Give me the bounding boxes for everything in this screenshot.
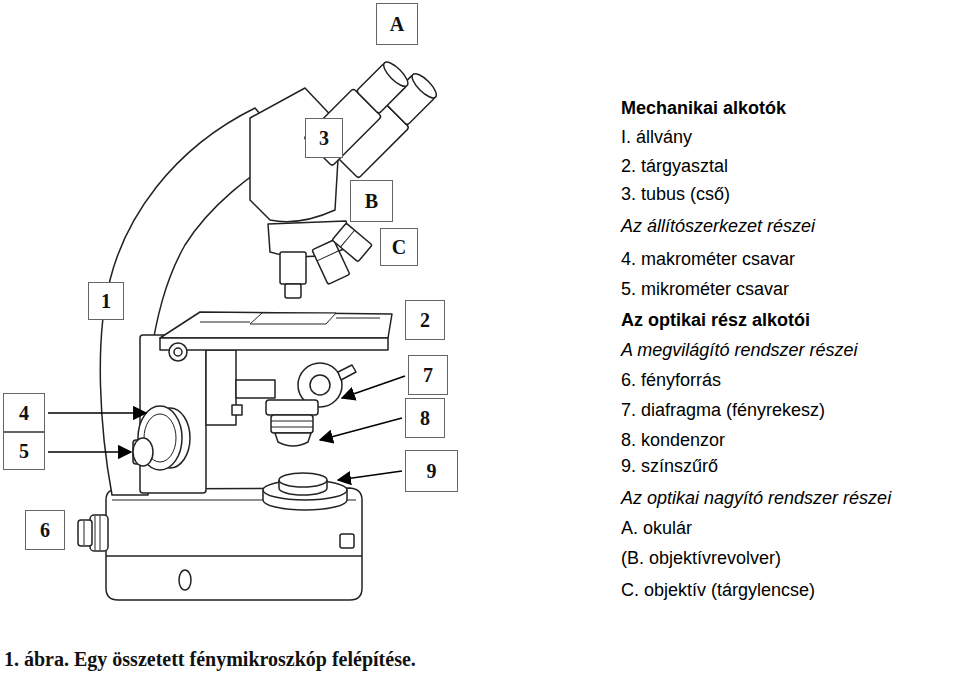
legend-line: A. okulár	[621, 516, 692, 540]
callout-number: 7	[423, 365, 433, 385]
callout-box: 4	[3, 393, 45, 432]
callout-box: 9	[405, 450, 458, 492]
callout-box: 6	[25, 510, 65, 550]
legend-line: 9. színszűrő	[621, 454, 718, 478]
callout-number: 6	[40, 520, 50, 540]
callout-number: 2	[420, 310, 430, 330]
callout-box: 3	[305, 118, 343, 158]
legend-line: Az optikai nagyító rendszer részei	[621, 486, 891, 510]
callout-box: 5	[3, 432, 45, 470]
leader-arrows	[48, 376, 405, 480]
legend-line: I. állvány	[621, 125, 692, 149]
callout-box: 2	[405, 300, 445, 340]
legend-line: 8. kondenzor	[621, 428, 725, 452]
callout-number: B	[365, 191, 378, 211]
legend-line: Az állítószerkezet részei	[621, 214, 815, 238]
callout-number: C	[392, 237, 406, 257]
legend-line: 6. fényforrás	[621, 368, 721, 392]
legend-line: 3. tubus (cső)	[621, 182, 730, 206]
figure-caption: 1. ábra. Egy összetett fénymikroszkóp fe…	[4, 646, 416, 672]
callout-number: 3	[319, 128, 329, 148]
callout-number: 8	[420, 408, 430, 428]
callout-number: 4	[19, 403, 29, 423]
callout-number: 5	[19, 441, 29, 461]
callout-box: C	[380, 228, 418, 266]
legend-line: Az optikai rész alkotói	[621, 308, 810, 332]
legend-line: 5. mikrométer csavar	[621, 277, 789, 301]
callout-number: 9	[427, 461, 437, 481]
callout-box: B	[350, 180, 393, 222]
callout-box: 8	[405, 398, 445, 438]
legend-line: 7. diafragma (fényrekesz)	[621, 398, 825, 422]
legend-line: 2. tárgyasztal	[621, 154, 728, 178]
callout-number: A	[390, 14, 404, 34]
legend-line: 4. makrométer csavar	[621, 247, 795, 271]
callout-box: A	[376, 3, 418, 45]
legend-line: C. objektív (tárgylencse)	[621, 578, 815, 602]
legend-line: A megvilágító rendszer részei	[621, 338, 857, 362]
callout-box: 7	[408, 355, 448, 395]
legend-line: (B. objektívrevolver)	[621, 546, 781, 570]
callout-box: 1	[88, 282, 124, 320]
legend-line: Mechanikai alkotók	[621, 96, 786, 120]
callout-number: 1	[101, 291, 111, 311]
